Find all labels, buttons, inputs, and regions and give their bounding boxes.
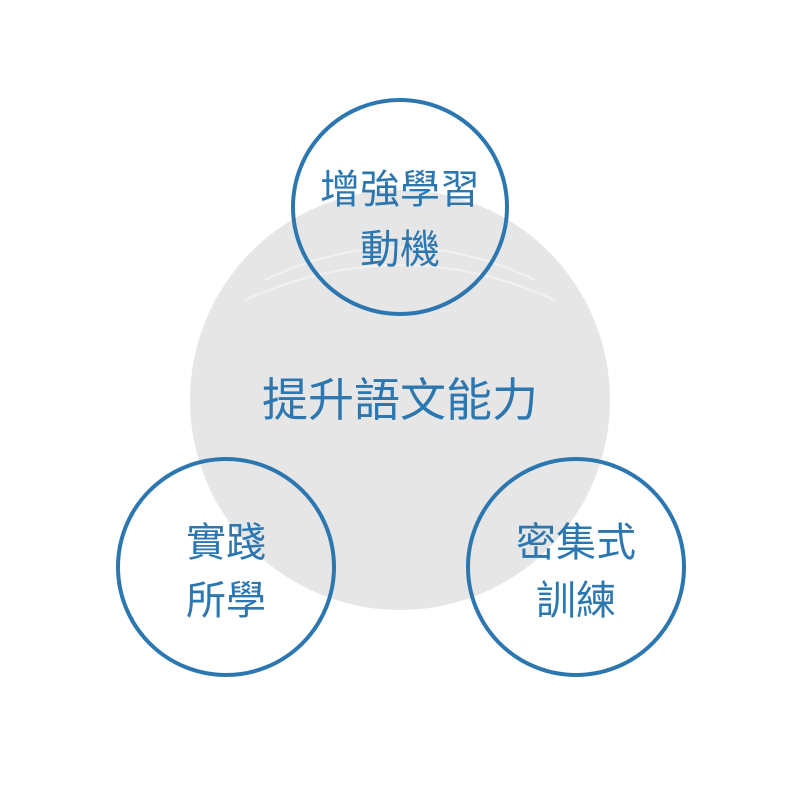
- node-left-label-line1: 實踐: [186, 520, 266, 566]
- node-top: 增強學習 動機: [291, 98, 509, 316]
- node-top-label-line1: 增強學習: [320, 167, 480, 213]
- center-circle: [190, 190, 610, 610]
- center-label: 提升語文能力: [262, 373, 538, 427]
- node-right-label-line1: 密集式: [516, 520, 636, 566]
- node-left-circle: [116, 457, 336, 677]
- node-left-label-line2: 所學: [186, 578, 266, 624]
- node-top-circle: [291, 98, 509, 316]
- decorative-arc: [264, 246, 536, 281]
- node-left: 實踐 所學: [116, 457, 336, 677]
- node-right-label-line2: 訓練: [536, 578, 616, 624]
- node-right-circle: [466, 457, 686, 677]
- node-top-label-line2: 動機: [360, 227, 440, 273]
- node-right: 密集式 訓練: [466, 457, 686, 677]
- decorative-arc: [244, 264, 556, 301]
